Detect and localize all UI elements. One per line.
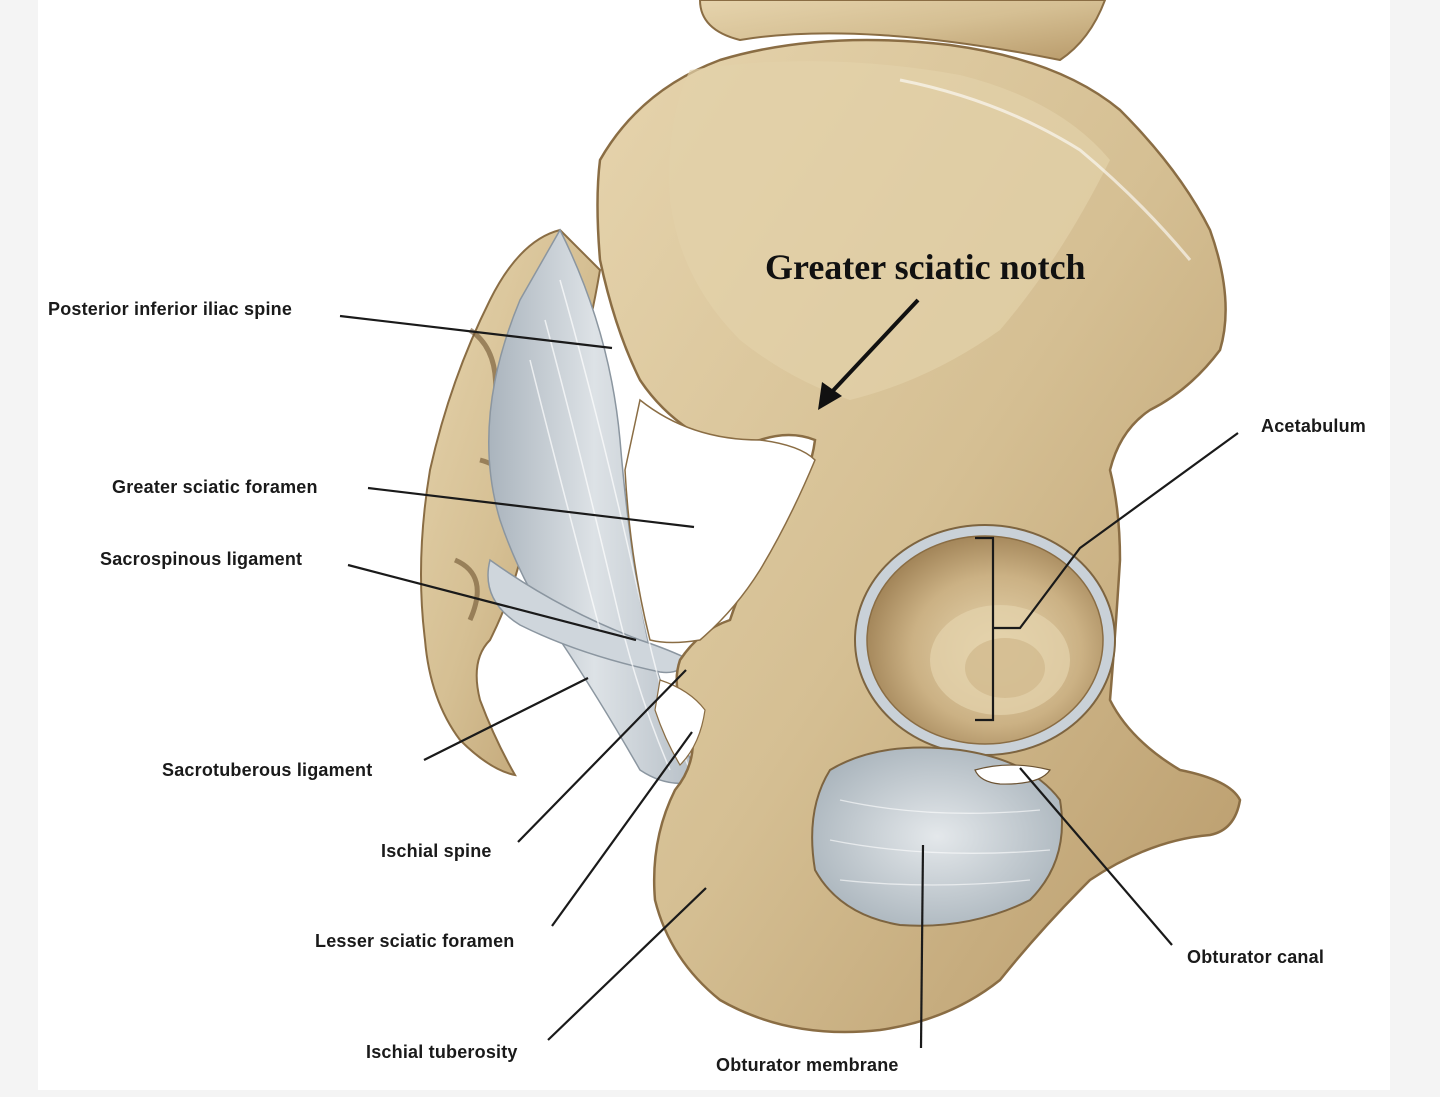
sacrospinous-ligament-shape [487, 558, 692, 674]
leader-acetabulum [993, 432, 1239, 630]
lesser-sciatic-foramen-shape [654, 679, 706, 766]
posterior-inferior-iliac-spine-label: Posterior inferior iliac spine [48, 299, 293, 319]
diagram-canvas [38, 0, 1390, 1090]
leader-ischial-tuberosity [547, 887, 707, 1041]
pelvis-illustration [339, 0, 1242, 1049]
leader-sacrotuberous-ligament [423, 677, 589, 761]
leader-lesser-sciatic-foramen [551, 731, 693, 927]
obturator-membrane-label: Obturator membrane [716, 1055, 899, 1075]
greater-sciatic-notch-label: Greater sciatic notch [765, 247, 1086, 287]
greater-sciatic-foramen-shape [624, 398, 816, 644]
arrow-greater-sciatic-notch [826, 298, 920, 398]
leader-obturator-membrane [919, 844, 925, 1049]
vertebra-shape [698, 0, 1107, 62]
obturator-canal-label: Obturator canal [1187, 947, 1325, 967]
acetabulum-bracket [975, 536, 995, 722]
sacrotuberous-ligament-label: Sacrotuberous ligament [162, 760, 373, 780]
leader-obturator-canal [1019, 767, 1173, 946]
arrowhead-icon [818, 382, 842, 410]
ischial-spine-label: Ischial spine [381, 841, 492, 861]
lesser-sciatic-foramen-label: Lesser sciatic foramen [315, 931, 515, 951]
leader-ischial-spine [517, 669, 687, 843]
obturator-membrane-shape [811, 746, 1063, 927]
leader-sacrospinous-ligament [347, 563, 637, 642]
ischial-tuberosity-label: Ischial tuberosity [366, 1042, 518, 1062]
acetabulum-label: Acetabulum [1261, 416, 1367, 436]
leader-greater-sciatic-foramen [367, 486, 695, 529]
leader-posterior-inferior-iliac-spine [339, 314, 613, 350]
obturator-canal-shape [974, 764, 1051, 785]
greater-sciatic-foramen-label: Greater sciatic foramen [112, 477, 318, 497]
sacrospinous-ligament-label: Sacrospinous ligament [100, 549, 303, 569]
